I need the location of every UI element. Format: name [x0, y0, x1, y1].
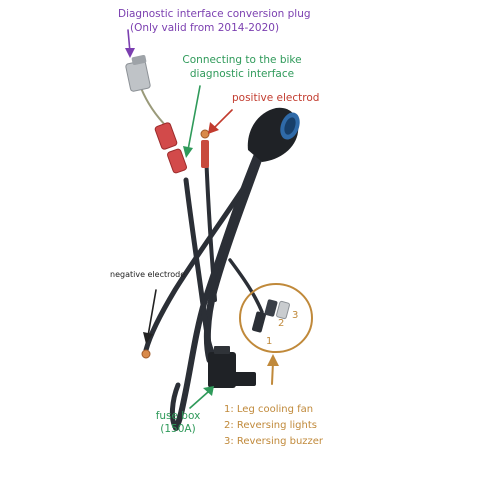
thin-lead-conversion-plug [140, 87, 169, 129]
positive-electrode-label: positive electrod [232, 92, 320, 104]
connecting-label-line1: Connecting to the bike [182, 54, 302, 66]
black-arrow-negative [147, 289, 157, 337]
aux-number-1: 1 [266, 336, 273, 347]
conversion-plug-label-line2: (Only valid from 2014-2020) [130, 22, 280, 34]
callout-arrows [125, 29, 279, 409]
cable-from-diag-connector-2 [173, 149, 261, 431]
fuse-box [208, 346, 256, 388]
cable-to-aux-connectors [228, 258, 264, 314]
negative-lug [141, 349, 151, 359]
conversion-plug [125, 55, 151, 92]
bike-diagnostic-connector [247, 107, 300, 162]
red-arrow-positive [213, 109, 233, 129]
aux-connectors [252, 299, 290, 333]
green-arrow-fuse [189, 391, 209, 409]
cable-loop-bottom [169, 382, 181, 431]
connecting-label-line2: diagnostic interface [189, 68, 295, 80]
aux-connector-highlight-circle [239, 283, 313, 353]
positive-lug [200, 129, 210, 168]
negative-electrode-label: negative electrode [110, 270, 186, 279]
main-cable-bundle [143, 146, 266, 431]
legend-item-1: 1: Leg cooling fan [224, 404, 314, 415]
fuse-box-label-line2: (150A) [160, 423, 196, 435]
aux-number-2: 2 [278, 318, 285, 329]
green-arrow-connecting [187, 85, 201, 151]
fuse-box-label-line1: fuse box [155, 410, 201, 422]
red-diagnostic-connectors [154, 122, 187, 174]
cable-to-positive [204, 148, 217, 302]
conversion-plug-label-line1: Diagnostic interface conversion plug [118, 8, 311, 20]
legend-item-3: 3: Reversing buzzer [224, 436, 324, 447]
cable-to-negative [143, 172, 255, 353]
legend-item-2: 2: Reversing lights [224, 420, 317, 431]
cable-to-fuse-box [183, 177, 221, 363]
aux-number-3: 3 [292, 310, 299, 321]
